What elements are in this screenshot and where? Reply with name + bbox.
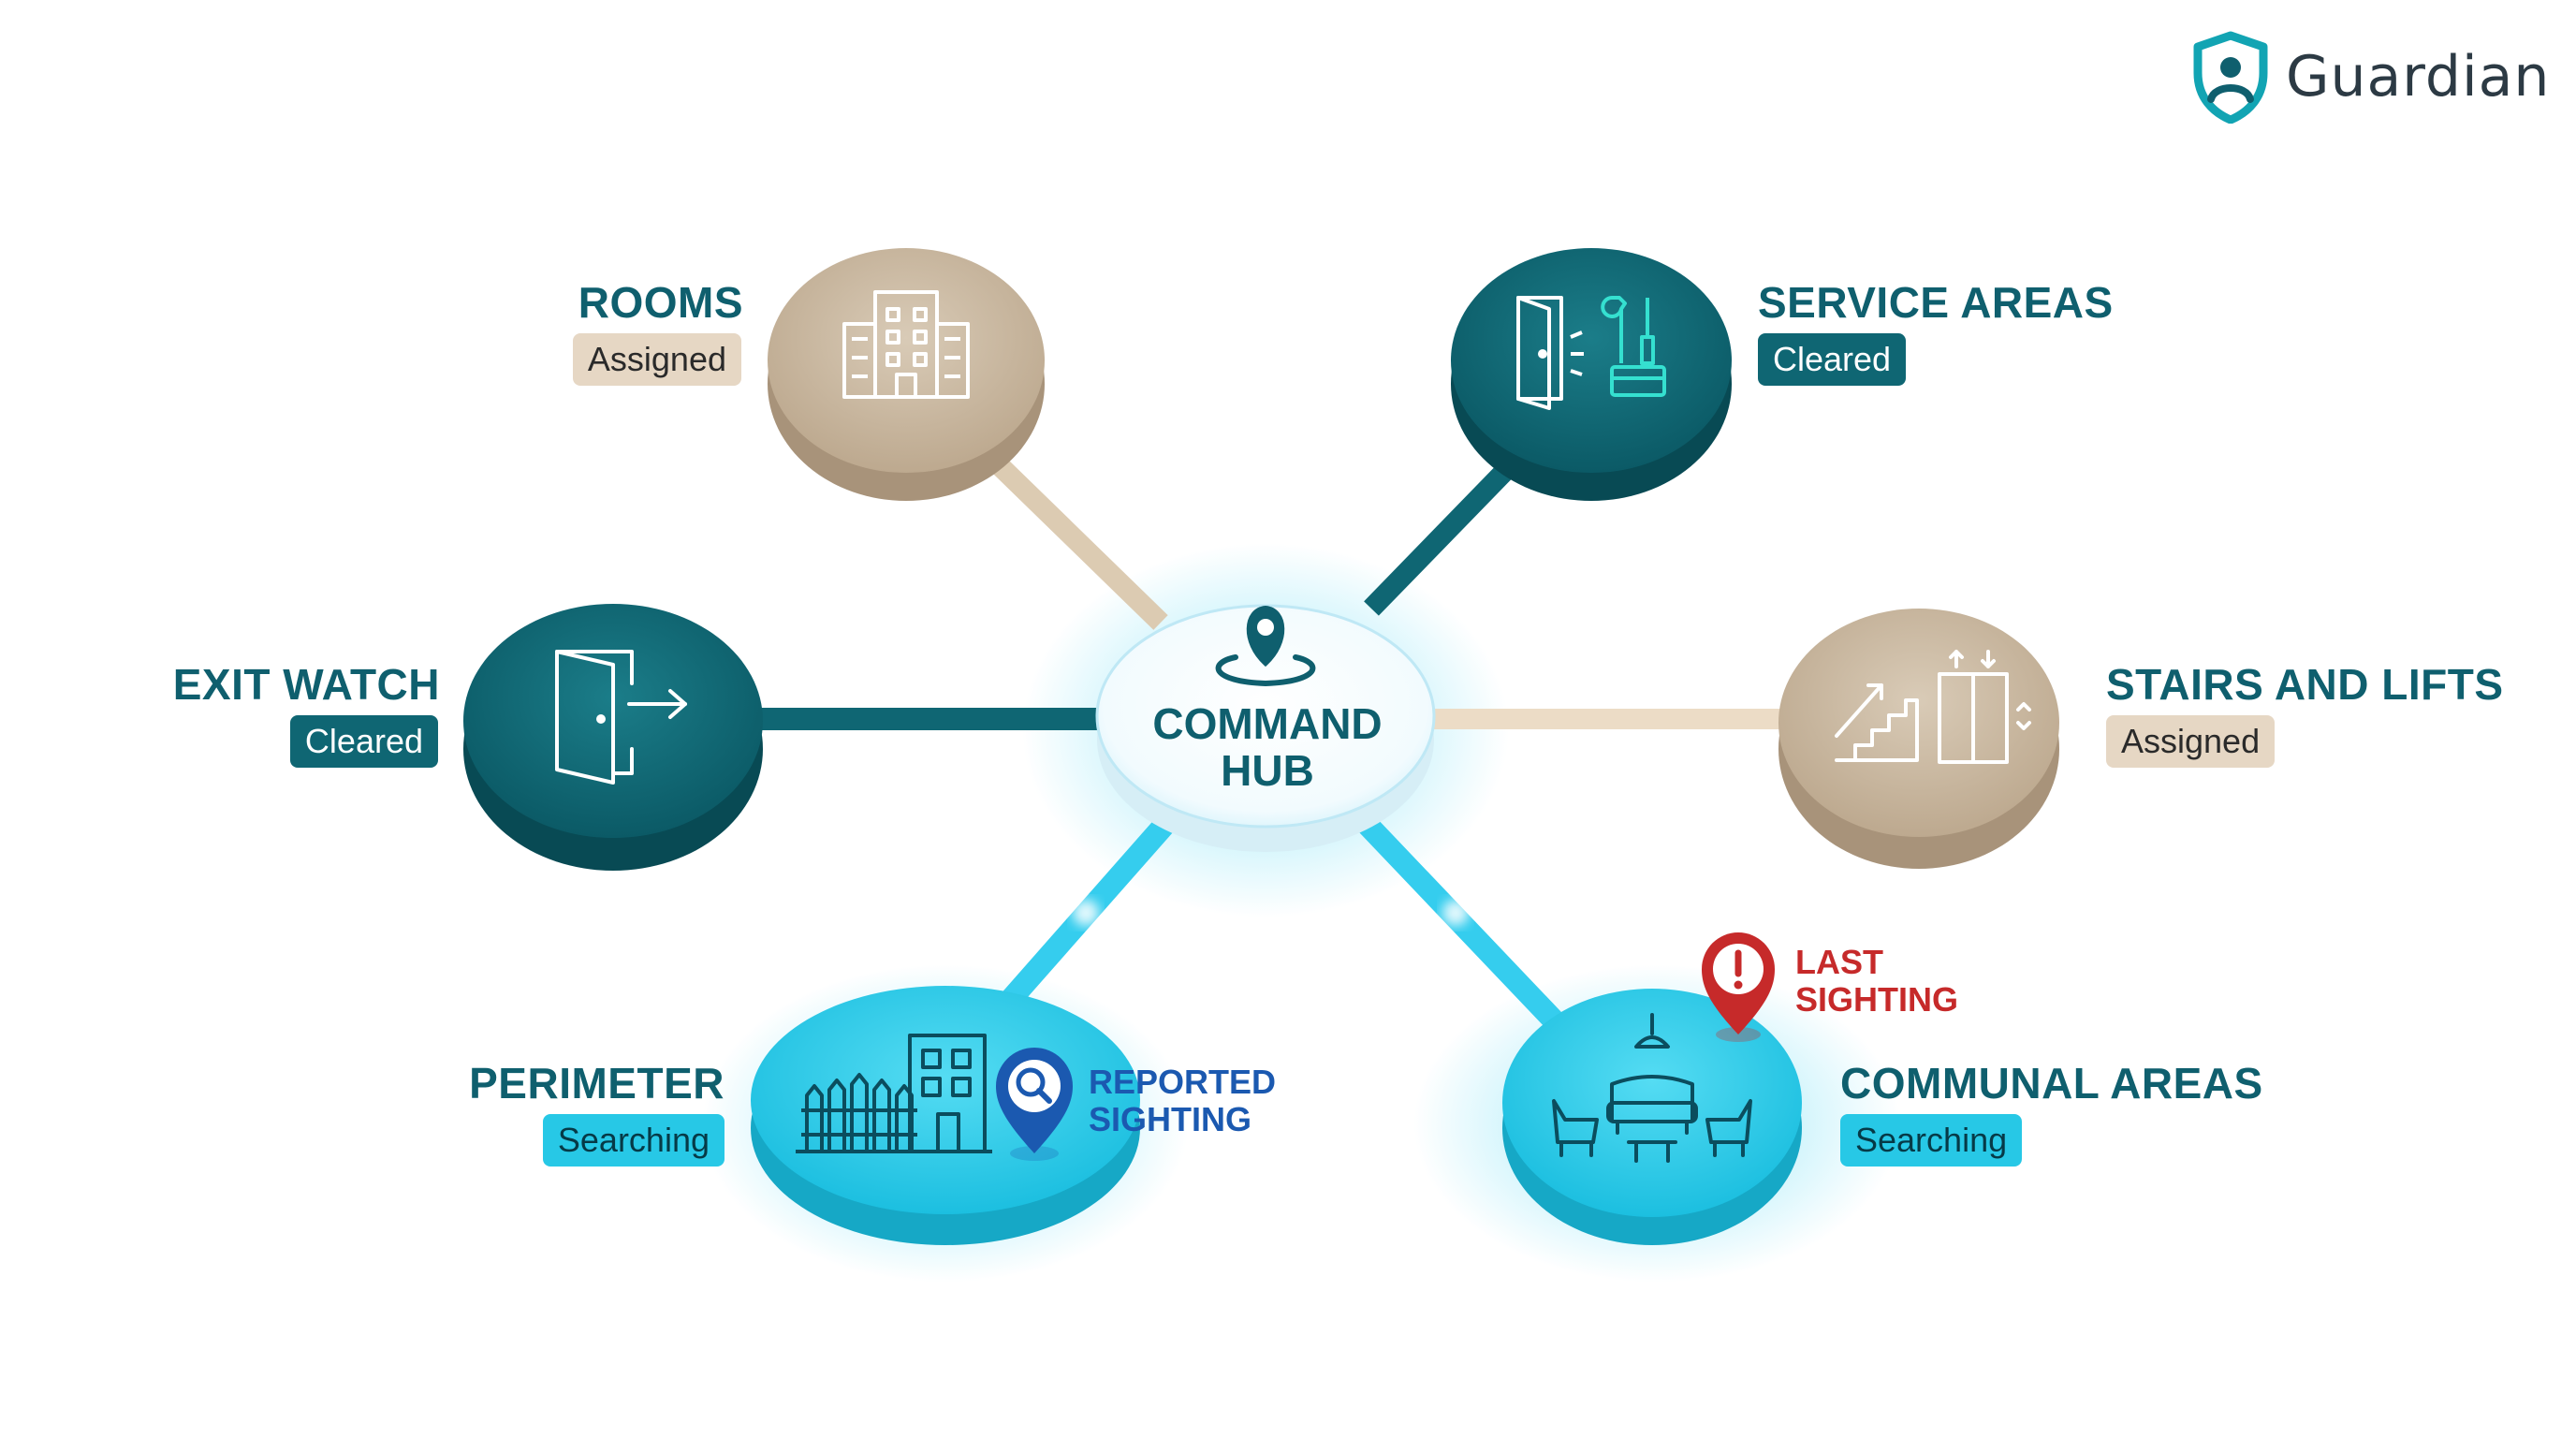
reported-sighting-line2: SIGHTING [1089, 1100, 1252, 1138]
hub-title-line1: COMMAND [1152, 699, 1383, 748]
hub-title-line2: HUB [1221, 746, 1314, 795]
shield-person-icon [2193, 31, 2268, 124]
fence-building-icon [796, 1034, 992, 1153]
node-title-service: SERVICE AREAS [1758, 278, 2114, 327]
connector-spark [1442, 900, 1469, 926]
node-title-exit: EXIT WATCH [172, 660, 440, 709]
node-rooms-disc[interactable] [768, 248, 1045, 501]
building-icon [842, 290, 970, 399]
location-pin-icon [1215, 605, 1316, 687]
alert-pin-icon[interactable] [1702, 932, 1775, 1042]
search-pin-icon[interactable] [996, 1048, 1073, 1161]
node-perimeter-disc[interactable] [751, 986, 1140, 1245]
connector-spark [1073, 900, 1099, 926]
status-badge-service: Cleared [1758, 333, 1907, 386]
node-title-rooms: ROOMS [578, 278, 743, 327]
command-hub-disc[interactable] [1095, 604, 1436, 852]
status-badge-perimeter: Searching [542, 1114, 724, 1167]
node-service-disc[interactable] [1451, 248, 1732, 501]
status-badge-rooms: Assigned [572, 333, 741, 386]
node-title-stairs: STAIRS AND LIFTS [2106, 660, 2504, 709]
status-badge-communal: Searching [1840, 1114, 2023, 1167]
status-badge-exit: Cleared [289, 715, 438, 768]
reported-sighting-line1: REPORTED [1089, 1063, 1277, 1101]
brand: Guardian [2188, 30, 2550, 124]
tools-icon [1601, 296, 1666, 397]
last-sighting-line1: LAST [1795, 943, 1883, 981]
node-exit-disc[interactable] [463, 604, 763, 871]
node-communal-disc[interactable] [1502, 989, 1802, 1245]
brand-name: Guardian [2286, 44, 2551, 110]
reported-sighting-label: REPORTED SIGHTING [1089, 1064, 1276, 1138]
connector-rooms [975, 442, 1168, 630]
stairs-elevator-icon [1835, 650, 2031, 764]
hub-title[interactable]: COMMAND HUB [1127, 700, 1408, 794]
lounge-furniture-icon [1552, 1013, 1752, 1163]
last-sighting-label: LAST SIGHTING [1795, 944, 1958, 1019]
door-tools-icon [1516, 296, 1584, 410]
exit-door-icon [555, 650, 687, 785]
node-title-communal: COMMUNAL AREAS [1840, 1059, 2263, 1108]
status-badge-stairs: Assigned [2106, 715, 2276, 768]
last-sighting-line2: SIGHTING [1795, 980, 1959, 1019]
node-title-perimeter: PERIMETER [469, 1059, 724, 1108]
node-stairs-disc[interactable] [1778, 609, 2059, 869]
